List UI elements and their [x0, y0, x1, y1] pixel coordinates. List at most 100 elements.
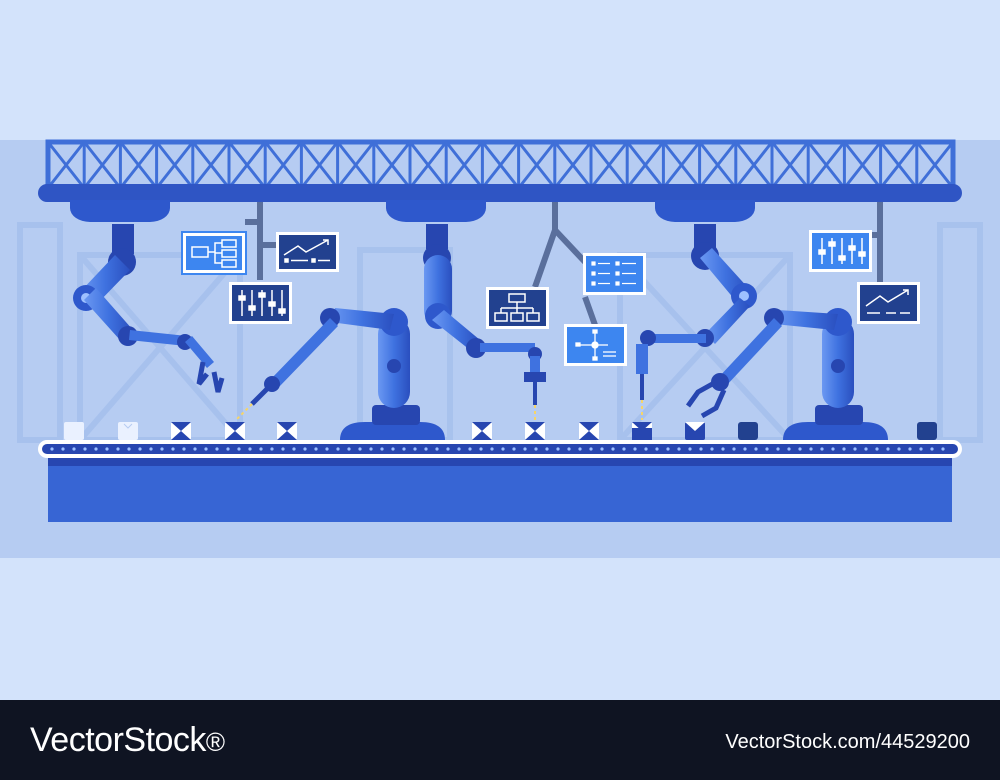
belt-roller — [72, 447, 76, 451]
belt-roller — [732, 447, 736, 451]
belt-roller — [666, 447, 670, 451]
belt-roller — [776, 447, 780, 451]
box-assembled — [525, 422, 545, 440]
belt-roller — [545, 447, 549, 451]
belt-roller — [413, 447, 417, 451]
belt-roller — [633, 447, 637, 451]
belt-roller — [941, 447, 945, 451]
belt-roller — [908, 447, 912, 451]
box-finished — [738, 422, 758, 440]
belt-roller — [534, 447, 538, 451]
box-raw — [118, 422, 138, 440]
belt-roller — [435, 447, 439, 451]
grid-list-icon — [591, 261, 636, 286]
belt-roller — [809, 447, 813, 451]
box-assembled — [472, 422, 492, 440]
belt-roller — [105, 447, 109, 451]
belt-roller — [325, 447, 329, 451]
panel-org-chart — [486, 287, 549, 329]
belt-roller — [721, 447, 725, 451]
belt-roller — [468, 447, 472, 451]
belt-roller — [512, 447, 516, 451]
factory-scene — [0, 139, 1000, 558]
box-painted — [632, 422, 652, 440]
belt-roller — [215, 447, 219, 451]
belt-roller — [710, 447, 714, 451]
belt-roller — [688, 447, 692, 451]
belt-roller — [259, 447, 263, 451]
flowchart-icon — [191, 239, 237, 268]
belt-roller — [831, 447, 835, 451]
box-raw — [64, 422, 84, 440]
overhead-truss — [38, 139, 962, 202]
belt-roller — [523, 447, 527, 451]
box-assembled — [277, 422, 297, 440]
belt-roller — [919, 447, 923, 451]
belt-roller — [765, 447, 769, 451]
panel-trend-chart-2 — [857, 282, 920, 324]
belt-roller — [347, 447, 351, 451]
belt-roller — [655, 447, 659, 451]
belt-roller — [501, 447, 505, 451]
belt-roller — [556, 447, 560, 451]
belt-roller — [754, 447, 758, 451]
belt-roller — [182, 447, 186, 451]
belt-roller — [699, 447, 703, 451]
belt-roller — [303, 447, 307, 451]
watermark-url: VectorStock.com/44529200 — [725, 731, 970, 753]
belt-roller — [314, 447, 318, 451]
box-finished — [917, 422, 937, 440]
panel-flowchart — [181, 231, 247, 275]
belt-roller — [358, 447, 362, 451]
belt-roller — [391, 447, 395, 451]
belt-roller — [490, 447, 494, 451]
belt-roller — [292, 447, 296, 451]
ceiling-mounts — [70, 200, 755, 222]
belt-roller — [600, 447, 604, 451]
belt-roller — [281, 447, 285, 451]
box-painted — [685, 422, 705, 440]
floor-robot-arm-2 — [685, 308, 888, 440]
belt-roller — [336, 447, 340, 451]
belt-roller — [644, 447, 648, 451]
panel-trend-chart-1 — [276, 232, 339, 272]
trend-chart-icon — [283, 239, 330, 263]
belt-roller — [589, 447, 593, 451]
belt-roller — [578, 447, 582, 451]
monitor-poles — [245, 202, 883, 327]
belt-roller — [875, 447, 879, 451]
belt-roller — [798, 447, 802, 451]
belt-roller — [50, 447, 54, 451]
network-icon — [575, 329, 616, 361]
belt-roller — [380, 447, 384, 451]
belt-roller — [886, 447, 890, 451]
belt-roller — [248, 447, 252, 451]
box-assembled — [579, 422, 599, 440]
ceiling-robot-arm-1 — [73, 224, 225, 393]
belt-roller — [369, 447, 373, 451]
belt-roller — [83, 447, 87, 451]
brand-name: VectorStock — [30, 721, 206, 759]
belt-roller — [820, 447, 824, 451]
watermark-brand: VectorStock® — [30, 718, 225, 764]
panel-sliders-2 — [809, 230, 872, 272]
belt-roller — [457, 447, 461, 451]
belt-roller — [897, 447, 901, 451]
conveyor-boxes — [64, 422, 937, 440]
belt-roller — [127, 447, 131, 451]
sliders-icon — [238, 290, 286, 316]
belt-roller — [611, 447, 615, 451]
belt-roller — [193, 447, 197, 451]
sliders-icon — [818, 238, 866, 264]
belt-roller — [842, 447, 846, 451]
belt-roller — [479, 447, 483, 451]
trend-chart-icon — [865, 289, 910, 314]
belt-roller — [160, 447, 164, 451]
brand-registered-mark: ® — [205, 727, 225, 757]
belt-roller — [424, 447, 428, 451]
belt-roller — [237, 447, 241, 451]
belt-roller — [402, 447, 406, 451]
belt-roller — [853, 447, 857, 451]
org-chart-icon — [494, 293, 540, 322]
panel-network — [564, 324, 627, 366]
